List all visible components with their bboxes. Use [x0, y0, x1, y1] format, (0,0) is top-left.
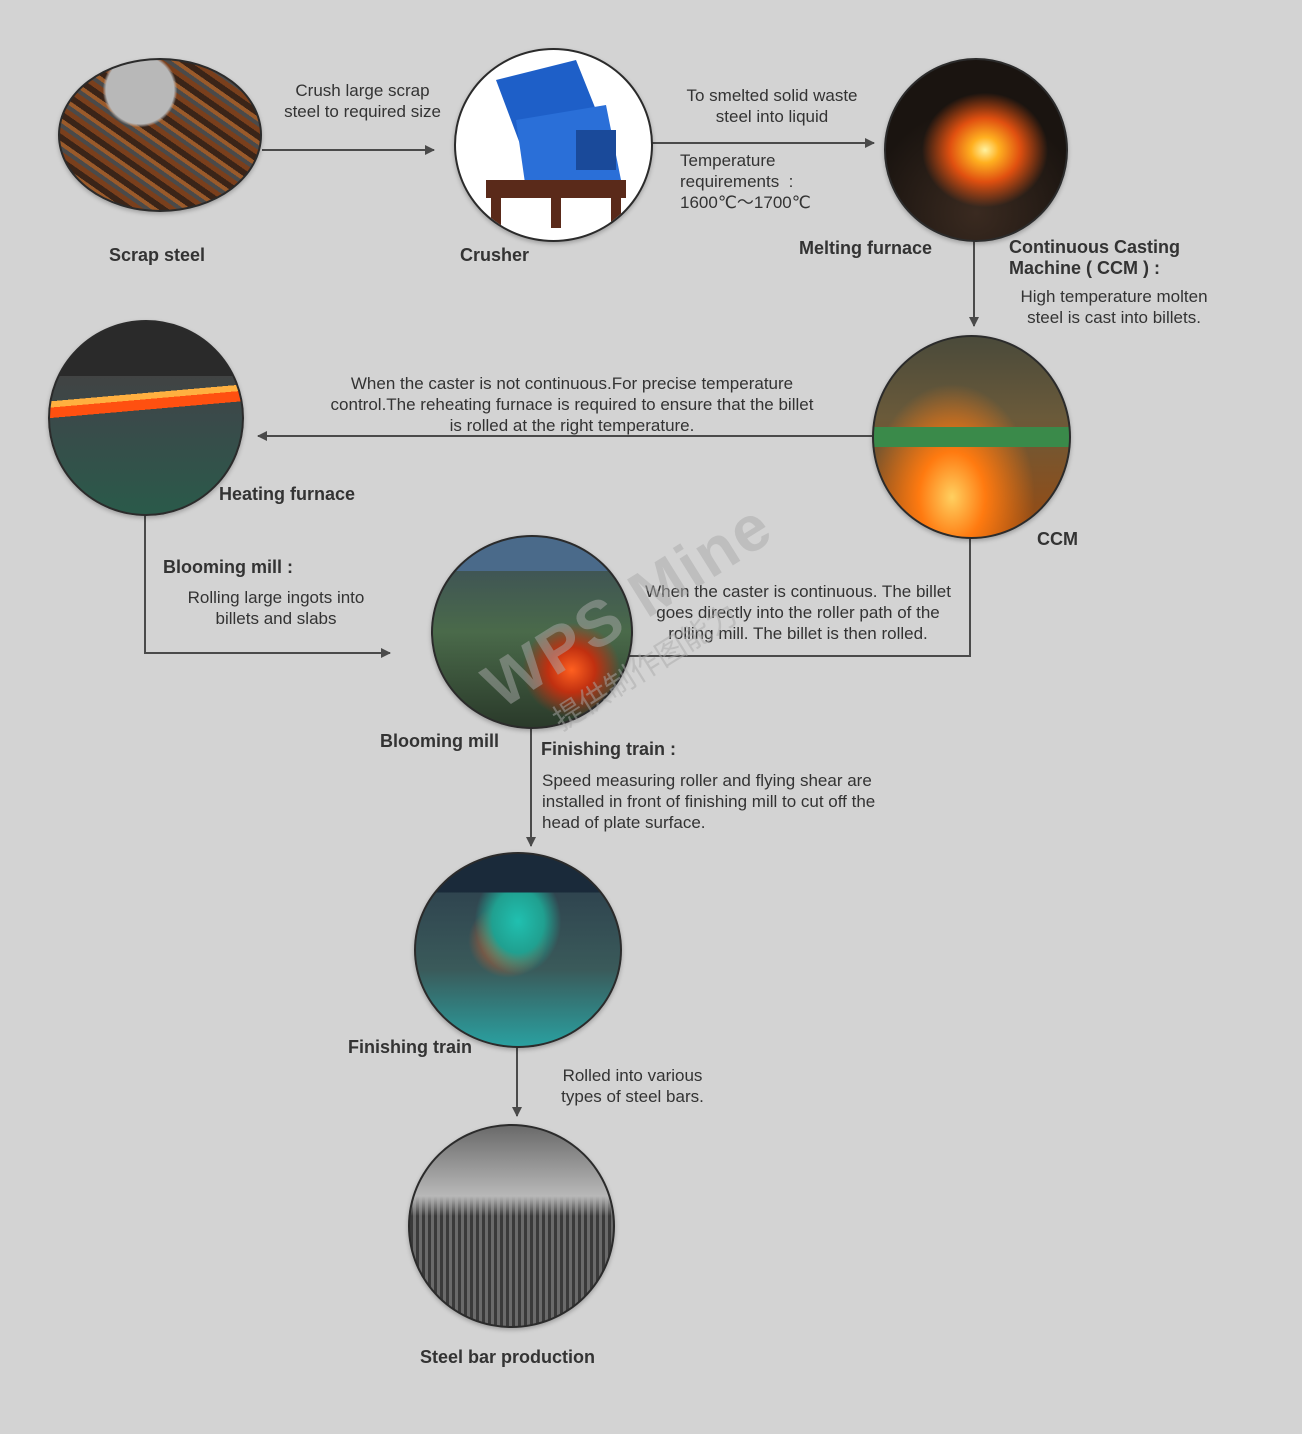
ccm-description: High temperature molten steel is cast in…: [1020, 287, 1208, 327]
smelt-note: To smelted solid waste steel into liquid: [686, 86, 858, 126]
finishing-train-image: [414, 852, 622, 1048]
steel-bar-image: [408, 1124, 615, 1328]
reheat-note: When the caster is not continuous.For pr…: [330, 374, 814, 435]
ccm-title: Continuous Casting Machine ( CCM ) :: [1009, 237, 1180, 278]
finishing-train-title: Finishing train :: [541, 739, 676, 759]
arrow-ccm-to-blooming: [591, 538, 971, 661]
ccm-label: CCM: [1037, 529, 1078, 549]
scrap-steel-label: Scrap steel: [109, 245, 206, 265]
melting-furnace-label: Melting furnace: [799, 238, 933, 258]
crusher-machine-icon: [486, 60, 626, 228]
blooming-mill-title: Blooming mill :: [163, 557, 293, 577]
arrow-heating-to-blooming: [144, 514, 391, 658]
finishing-train-label: Finishing train: [348, 1037, 472, 1057]
blooming-mill-image: [431, 535, 633, 729]
blooming-mill-label: Blooming mill: [380, 731, 499, 751]
heating-furnace-image: [48, 320, 244, 516]
crush-note: Crush large scrap steel to required size: [284, 81, 441, 121]
steel-bar-label: Steel bar production: [420, 1347, 596, 1367]
melting-furnace-image: [884, 58, 1068, 242]
rolled-note: Rolled into various types of steel bars.: [561, 1066, 704, 1106]
continuous-caster-note: When the caster is continuous. The bille…: [645, 582, 951, 643]
heating-furnace-label: Heating furnace: [219, 484, 356, 504]
finishing-train-description: Speed measuring roller and flying shear …: [542, 771, 876, 832]
crusher-label: Crusher: [460, 245, 530, 265]
temperature-note: Temperature requirements : 1600℃～1700℃: [680, 151, 811, 212]
crusher-image: [454, 48, 653, 242]
scrap-steel-image: [58, 58, 262, 212]
ccm-image: [872, 335, 1071, 539]
blooming-mill-description: Rolling large ingots into billets and sl…: [187, 588, 365, 628]
